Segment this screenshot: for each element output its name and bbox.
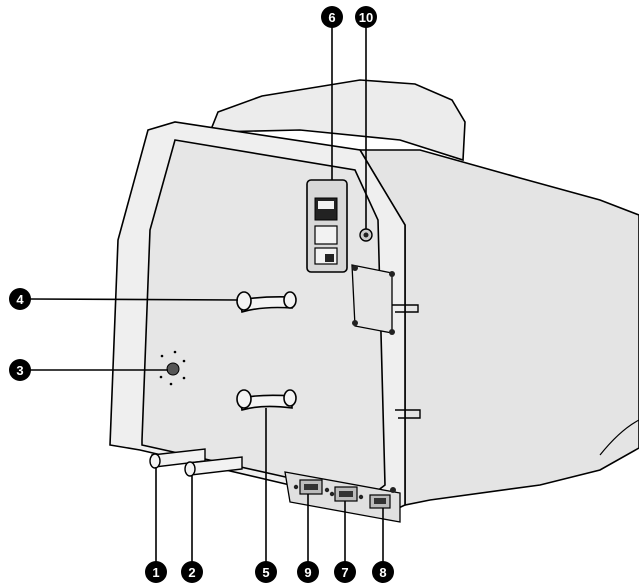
- callout-8: 8: [372, 561, 394, 583]
- side-rib-lower: [395, 409, 421, 419]
- cover-plate: [351, 264, 395, 335]
- leader-lines: [29, 26, 384, 565]
- connector-8: [369, 487, 396, 509]
- callout-10: 10: [355, 6, 377, 28]
- rear-panel: [141, 139, 386, 496]
- svg-text:1: 1: [152, 565, 159, 580]
- connector-7: [329, 486, 364, 502]
- callout-6: 6: [321, 6, 343, 28]
- power-switch-module: [306, 179, 348, 273]
- svg-text:8: 8: [379, 565, 386, 580]
- connector-9: [293, 479, 330, 495]
- connector-panel: [284, 471, 401, 523]
- svg-text:7: 7: [341, 565, 348, 580]
- svg-text:5: 5: [262, 565, 269, 580]
- callout-5: 5: [255, 561, 277, 583]
- svg-text:3: 3: [16, 363, 23, 378]
- upper-handle: [236, 291, 297, 314]
- callout-3: 3: [9, 359, 31, 381]
- callout-7: 7: [334, 561, 356, 583]
- svg-text:4: 4: [16, 292, 24, 307]
- ground-screw: [359, 228, 373, 242]
- svg-text:2: 2: [188, 565, 195, 580]
- callout-4: 4: [9, 288, 31, 310]
- svg-text:10: 10: [359, 10, 373, 25]
- svg-text:6: 6: [328, 10, 335, 25]
- callout-1: 1: [145, 561, 167, 583]
- bottom-rails: [149, 448, 243, 477]
- vent-holes: [159, 350, 186, 386]
- svg-text:9: 9: [304, 565, 311, 580]
- lower-handle: [236, 389, 297, 412]
- side-rib-upper: [392, 304, 419, 313]
- callout-9: 9: [297, 561, 319, 583]
- housing-right-curve: [599, 419, 639, 456]
- callout-2: 2: [181, 561, 203, 583]
